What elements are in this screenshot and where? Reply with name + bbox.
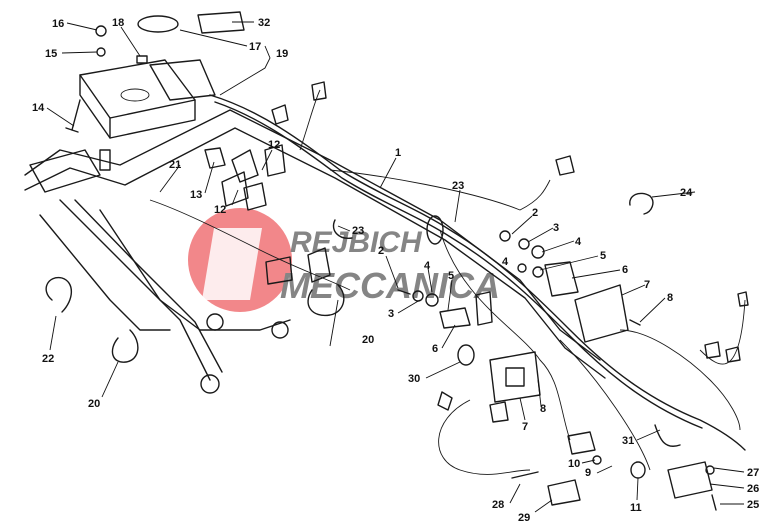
small-parts [65,11,331,285]
callout-12b: 12 [214,204,226,216]
callout-8a: 8 [667,292,673,304]
callout-2b: 2 [378,245,384,257]
callout-8b: 8 [540,403,546,415]
callout-30: 30 [408,373,420,385]
callout-16: 16 [52,18,64,30]
clamps [45,192,654,363]
callout-4c: 4 [424,260,431,272]
ecu-box [79,59,216,139]
callout-1: 1 [395,147,401,159]
callout-9: 9 [585,467,591,479]
callout-14: 14 [32,102,45,114]
callout-11: 11 [630,502,642,514]
callout-25: 25 [747,499,759,511]
callout-7a: 7 [644,279,650,291]
callout-20a: 20 [362,334,374,346]
callout-24: 24 [680,187,693,199]
callout-3a: 3 [553,222,559,234]
callout-4b: 4 [502,256,509,268]
callout-6a: 6 [622,264,628,276]
callout-7b: 7 [522,421,528,433]
callout-19: 19 [276,48,288,60]
callout-labels: 1 2 2 3 3 4 4 4 5 5 6 6 7 7 8 8 9 10 11 … [32,17,759,523]
callout-5b: 5 [448,270,454,282]
callout-15: 15 [45,48,57,60]
callout-22: 22 [42,353,54,365]
watermark-logo: REJBICH MECCANICA [188,208,500,312]
callout-23b: 23 [352,225,364,237]
callout-6b: 6 [432,343,438,355]
callout-10: 10 [568,458,580,470]
callout-13: 13 [190,189,202,201]
callout-3b: 3 [388,308,394,320]
callout-17: 17 [249,41,261,53]
callout-23a: 23 [452,180,464,192]
leader-lines [46,21,745,513]
callout-20b: 20 [88,398,100,410]
callout-4a: 4 [575,236,582,248]
callout-29: 29 [518,512,530,523]
callout-28: 28 [492,499,504,511]
callout-32: 32 [258,17,270,29]
callout-21: 21 [169,159,181,171]
callout-2a: 2 [532,207,538,219]
callout-5a: 5 [600,250,606,262]
coils-and-modules [271,81,749,511]
callout-12a: 12 [268,139,280,151]
callout-31: 31 [622,435,634,447]
watermark-text-bottom: MECCANICA [280,265,500,306]
callout-18: 18 [112,17,124,29]
callout-27: 27 [747,467,759,479]
callout-26: 26 [747,483,759,495]
fasteners-right [397,230,579,366]
